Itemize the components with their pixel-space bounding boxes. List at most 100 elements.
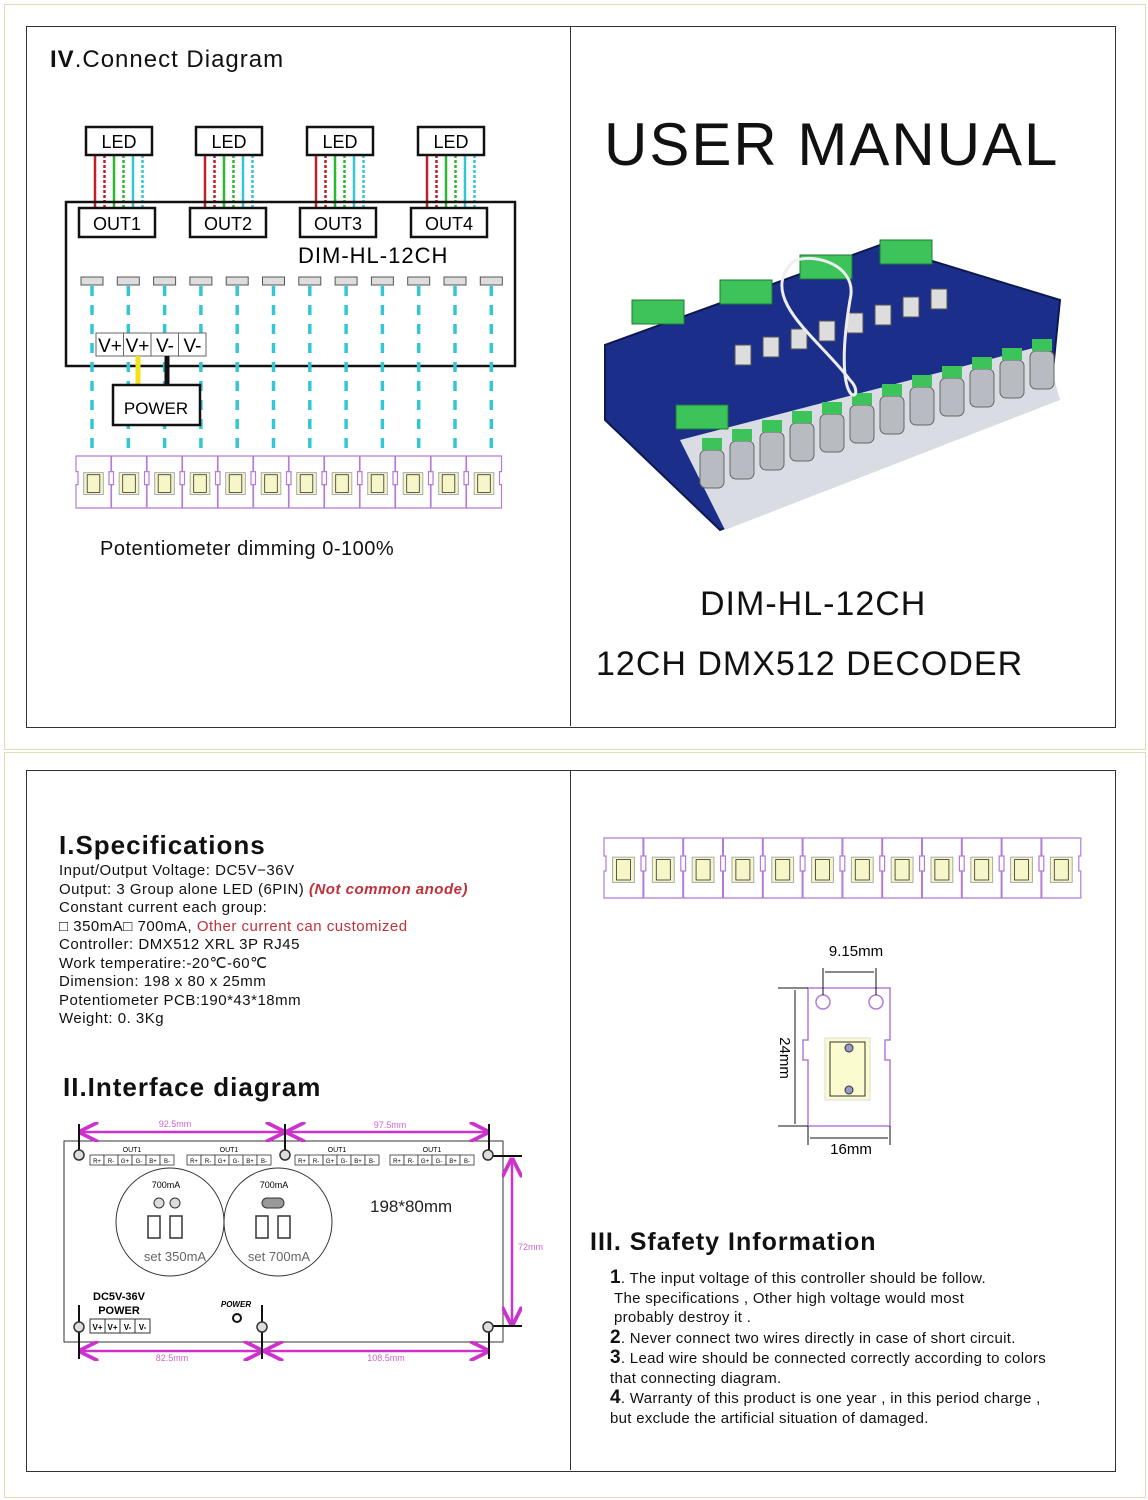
interface-out-label: OUT1 <box>328 1147 347 1154</box>
interface-out-label: OUT1 <box>220 1147 239 1154</box>
product-photo <box>604 239 1062 532</box>
spec-constant-current: Constant current each group: <box>59 899 268 916</box>
channel-pin <box>153 276 177 286</box>
dim-height: 72mm <box>518 1242 543 1252</box>
board-size-label: 198*80mm <box>370 1197 452 1216</box>
interface-pin-label: G- <box>341 1159 348 1165</box>
set-350-label: set 350mA <box>144 1249 206 1264</box>
safety-text: . Lead wire should be connected correctl… <box>620 1350 1047 1367</box>
power-terminal-label: V+ <box>98 336 122 357</box>
channel-pin <box>189 276 213 286</box>
potentiometer-body <box>850 856 874 883</box>
jumper-350-label: 700mA <box>152 1180 181 1190</box>
interface-title: II.Interface diagram <box>63 1072 322 1102</box>
potentiometer-knob <box>370 474 385 493</box>
mounting-hole <box>482 1321 494 1333</box>
interface-pin-label: B+ <box>354 1159 362 1165</box>
pot-height-label: 24mm <box>776 1037 793 1079</box>
terminal-block <box>719 279 773 305</box>
interface-pin-label: G+ <box>421 1159 430 1165</box>
connector <box>790 328 808 350</box>
channel-pin <box>443 276 467 286</box>
potentiometer-body <box>651 856 675 883</box>
safety-num: 2 <box>610 1326 621 1348</box>
spec-dimension: Dimension: 198 x 80 x 25mm <box>59 973 267 990</box>
connector <box>734 344 752 366</box>
interface-pin-label: B- <box>261 1159 267 1165</box>
led-label: LED <box>433 132 468 152</box>
knob-base <box>882 384 902 396</box>
cover-model: DIM-HL-12CH <box>700 585 927 623</box>
potentiometer-body <box>612 856 635 883</box>
output-label-4: OUT4 <box>425 214 473 234</box>
spec-output: Output: 3 Group alone LED (6PIN) (Not co… <box>59 881 468 900</box>
connect-title-text: .Connect Diagram <box>74 46 285 73</box>
spec-output-note: (Not common anode) <box>308 880 468 898</box>
specifications-title: I.Specifications <box>59 830 266 860</box>
potentiometer-body <box>1049 856 1073 883</box>
knob-base <box>1002 348 1022 360</box>
output-label-2: OUT2 <box>204 214 252 234</box>
potentiometer-knob <box>299 474 314 493</box>
interface-pin-label: G+ <box>326 1159 335 1165</box>
power-led <box>232 1313 242 1323</box>
mounting-hole <box>73 1321 85 1333</box>
interface-power-pin-label: V- <box>139 1323 147 1332</box>
safety-text: The specifications , Other high voltage … <box>614 1289 965 1307</box>
specifications-list: Input/Output Voltage: DC5V−36V Output: 3… <box>59 862 468 1029</box>
output-box <box>77 206 157 239</box>
potentiometer-knob <box>228 474 243 493</box>
channel-pin <box>116 276 140 286</box>
potentiometer-body <box>473 472 495 495</box>
safety-num: 3 <box>610 1347 621 1368</box>
potentiometer-knob <box>854 859 870 881</box>
led-box <box>416 125 486 157</box>
potentiometer-knob <box>616 859 631 881</box>
safety-text: that connecting diagram. <box>610 1369 782 1387</box>
channel-pin <box>225 276 249 286</box>
led-box <box>305 125 375 157</box>
interface-out-label: OUT1 <box>423 1147 442 1154</box>
interface-pin-label: R+ <box>298 1159 306 1165</box>
potentiometer-knob <box>335 474 349 493</box>
jumper-pad-open <box>169 1197 181 1209</box>
potentiometer-knob <box>655 859 671 881</box>
potentiometer-body <box>296 472 317 495</box>
spec-voltage: Input/Output Voltage: DC5V−36V <box>59 862 295 879</box>
led-box <box>194 125 264 157</box>
potentiometer-body <box>890 856 914 883</box>
channel-pin <box>479 276 503 286</box>
output-label-3: OUT3 <box>314 214 362 234</box>
potentiometer-body <box>225 472 246 495</box>
interface-power-pin <box>134 1318 151 1334</box>
knob-base <box>822 402 842 414</box>
interface-pin-label: G+ <box>218 1159 227 1165</box>
dim-top-left: 92.5mm <box>159 1119 192 1129</box>
interface-power-pin-label: V- <box>124 1323 132 1332</box>
safety-item-4: 4. Warranty of this product is one year … <box>610 1388 1046 1428</box>
interface-pin-label: R- <box>408 1159 414 1165</box>
potentiometer-body <box>260 472 282 495</box>
interface-power-pin-label: V+ <box>107 1323 117 1332</box>
potentiometer-body <box>83 472 104 495</box>
spec-pcb: Potentiometer PCB:190*43*18mm <box>59 991 302 1009</box>
power-terminal-label: V- <box>156 336 174 357</box>
potentiometer-knob <box>934 859 950 881</box>
connect-diagram-title: IV.Connect Diagram <box>50 46 284 74</box>
interface-pin-label: R+ <box>190 1159 198 1165</box>
interface-pin-label: G- <box>136 1159 143 1165</box>
terminal-block <box>675 404 729 430</box>
interface-pin <box>256 1154 272 1166</box>
channel-pin <box>407 276 431 286</box>
interface-pin-label: G- <box>233 1159 240 1165</box>
safety-text: but exclude the artificial situation of … <box>610 1409 929 1427</box>
potentiometer-body <box>970 856 994 883</box>
potentiometer-body <box>331 472 353 495</box>
interface-pin-label: B+ <box>149 1159 157 1165</box>
potentiometer-body <box>771 856 795 883</box>
output-box <box>188 206 268 239</box>
jumper-700-circle <box>223 1167 333 1277</box>
potentiometer-knob <box>695 859 711 881</box>
potentiometer-knob <box>974 859 990 881</box>
